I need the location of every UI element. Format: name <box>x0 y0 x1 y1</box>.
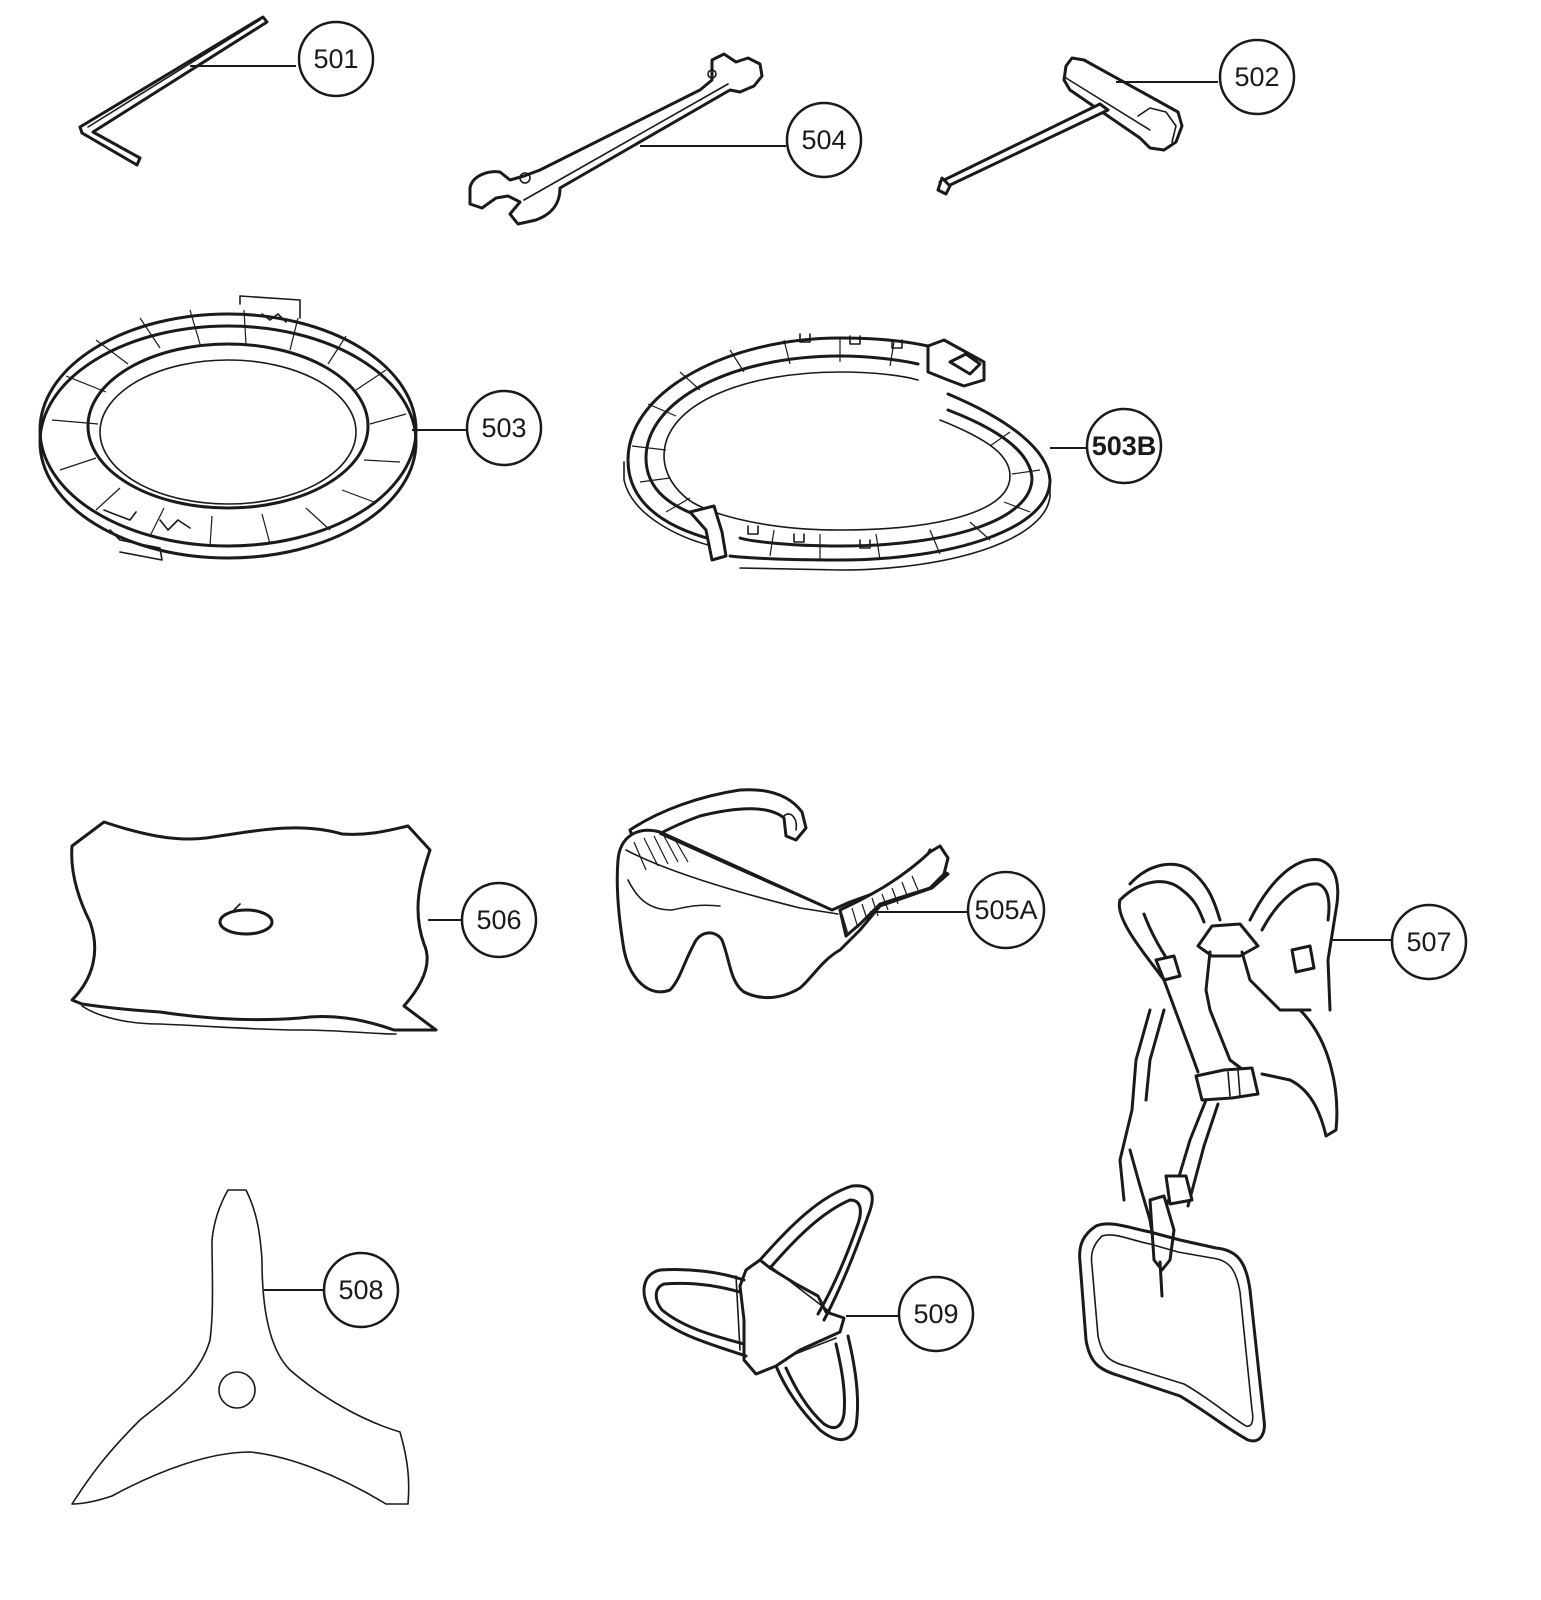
callout-509-label: 509 <box>913 1299 958 1329</box>
callout-506[interactable]: 506 <box>460 881 538 959</box>
callout-504[interactable]: 504 <box>785 101 863 179</box>
callout-504-label: 504 <box>801 125 846 155</box>
part-505a-safety-glasses[interactable] <box>615 788 950 999</box>
part-503-blade-guard-coiled[interactable] <box>38 295 418 561</box>
part-507-shoulder-harness[interactable] <box>1078 858 1340 1443</box>
callout-502[interactable]: 502 <box>1218 38 1296 116</box>
callout-505a[interactable]: 505A <box>966 870 1046 950</box>
callout-501-label: 501 <box>313 44 358 74</box>
part-503b-blade-guard-open[interactable] <box>623 333 1052 571</box>
callout-503b-label: 503B <box>1092 431 1157 461</box>
callout-503b[interactable]: 503B <box>1085 407 1163 485</box>
callout-503-label: 503 <box>481 413 526 443</box>
callout-503[interactable]: 503 <box>465 389 543 467</box>
callout-507-label: 507 <box>1406 927 1451 957</box>
part-509-hip-pad[interactable] <box>642 1184 874 1441</box>
part-508-three-tooth-blade[interactable] <box>71 1189 410 1505</box>
part-506-four-tooth-blade[interactable] <box>70 820 438 1035</box>
callout-509[interactable]: 509 <box>897 1275 975 1353</box>
callout-501[interactable]: 501 <box>297 20 375 98</box>
callout-508[interactable]: 508 <box>322 1251 400 1329</box>
callout-507[interactable]: 507 <box>1390 903 1468 981</box>
part-504-wrench[interactable] <box>468 52 764 226</box>
callout-508-label: 508 <box>338 1275 383 1305</box>
part-501-hex-key[interactable] <box>78 15 269 167</box>
callout-506-label: 506 <box>476 905 521 935</box>
callout-505a-label: 505A <box>974 895 1037 925</box>
callout-502-label: 502 <box>1234 62 1279 92</box>
part-502-t-wrench[interactable] <box>936 56 1184 196</box>
